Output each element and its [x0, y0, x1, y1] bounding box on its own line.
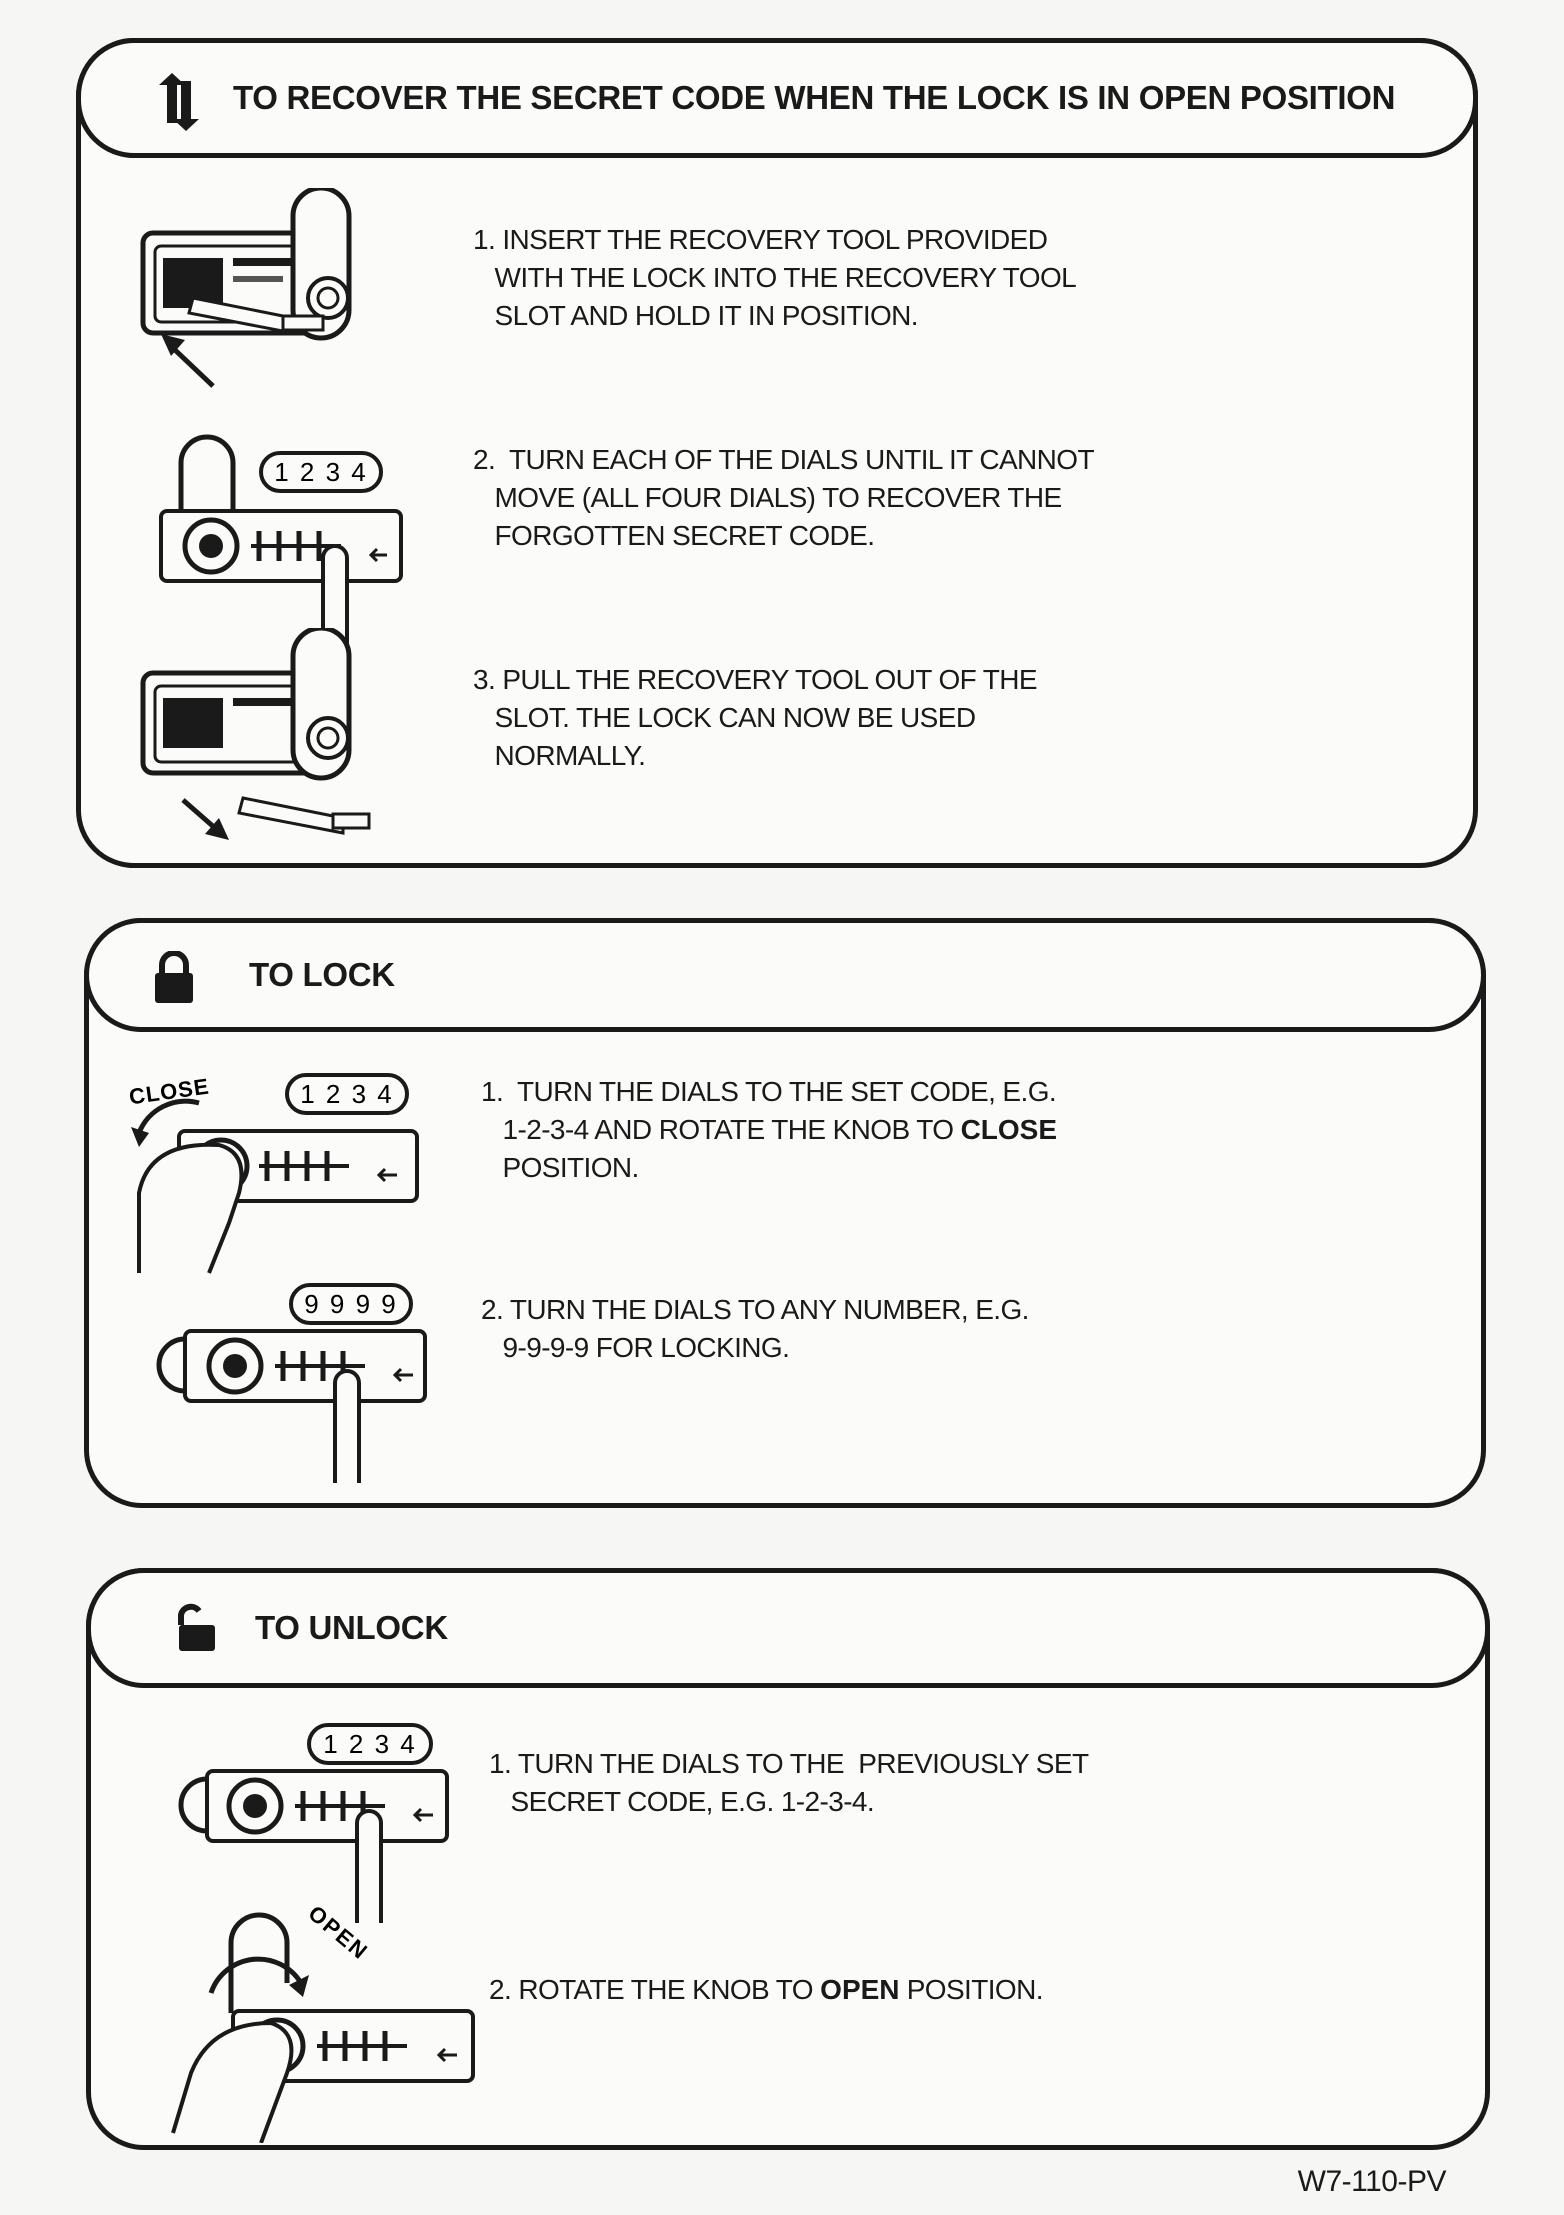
open-label: OPEN — [304, 1903, 374, 1965]
recovery-tool-remove-illustration — [140, 628, 371, 840]
lock-step-2: 2. TURN THE DIALS TO ANY NUMBER, E.G. 9-… — [481, 1294, 1029, 1363]
unlock-section: TO UNLOCK 1 2 3 4 1. TURN THE DIALS TO T… — [86, 1568, 1490, 2150]
scramble-dials-illustration: 9 9 9 9 — [156, 1283, 427, 1483]
open-keyword: OPEN — [820, 1974, 900, 2005]
recover-code-section: TO RECOVER THE SECRET CODE WHEN THE LOCK… — [76, 38, 1478, 868]
recover-step-1: 1. INSERT THE RECOVERY TOOL PROVIDED WIT… — [473, 224, 1077, 331]
recovery-tool-insert-illustration — [140, 188, 352, 388]
unlock-header: TO UNLOCK — [86, 1568, 1490, 1688]
close-knob-illustration: CLOSE 1 2 3 4 — [127, 1073, 419, 1274]
open-knob-illustration: OPEN — [171, 1903, 475, 2143]
lock-step-1: 1. TURN THE DIALS TO THE SET CODE, E.G. … — [481, 1076, 1058, 1183]
unlocked-padlock-icon — [178, 1603, 215, 1651]
dial-code-readout: 1 2 3 4 — [300, 1079, 394, 1109]
recover-step-2: 2. TURN EACH OF THE DIALS UNTIL IT CANNO… — [473, 444, 1095, 551]
section-title: TO UNLOCK — [255, 1609, 448, 1646]
close-keyword: CLOSE — [960, 1114, 1058, 1145]
section-title: TO RECOVER THE SECRET CODE WHEN THE LOCK… — [233, 79, 1396, 116]
enter-code-illustration: 1 2 3 4 — [178, 1723, 449, 1923]
recover-step-3: 3. PULL THE RECOVERY TOOL OUT OF THE SLO… — [473, 664, 1038, 771]
dial-code-readout: 1 2 3 4 — [323, 1729, 417, 1759]
locked-padlock-icon — [155, 951, 193, 1003]
dial-code-readout: 1 2 3 4 — [274, 457, 368, 487]
lock-header: TO LOCK — [84, 918, 1486, 1032]
lock-section: TO LOCK CLOSE 1 2 3 4 1. TURN THE DIALS … — [84, 918, 1486, 1508]
recover-code-header: TO RECOVER THE SECRET CODE WHEN THE LOCK… — [76, 38, 1478, 158]
turn-dials-illustration: 1 2 3 4 — [159, 434, 403, 653]
unlock-step-1: 1. TURN THE DIALS TO THE PREVIOUSLY SET … — [489, 1748, 1089, 1817]
unlock-step-2: 2. ROTATE THE KNOB TO OPEN POSITION. — [489, 1974, 1043, 2005]
section-title: TO LOCK — [249, 956, 395, 993]
document-code: W7-110-PV — [1297, 2165, 1447, 2198]
rotate-arrows-icon — [159, 73, 199, 131]
dial-code-readout: 9 9 9 9 — [304, 1289, 398, 1319]
